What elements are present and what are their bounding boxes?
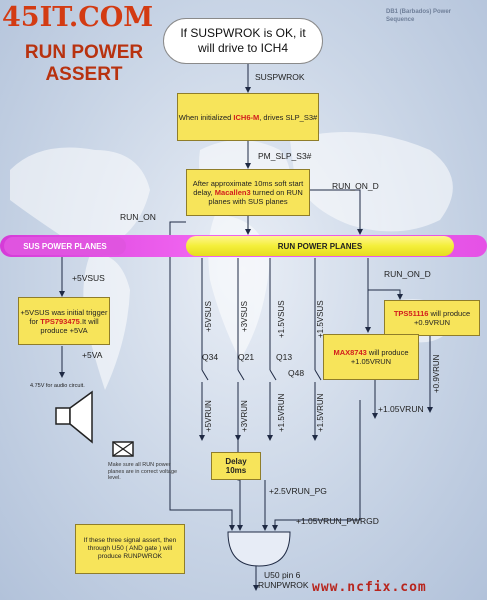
v15sus-a-label: +1.5VSUS: [277, 300, 286, 338]
voltage-note: Make sure all RUN power planes are in co…: [108, 462, 178, 481]
site-logo: 45IT.COM: [2, 2, 154, 33]
suspwrok-bubble: If SUSPWROK is OK, it will drive to ICH4: [163, 18, 323, 64]
p25-pg-label: +2.5VRUN_PG: [269, 486, 327, 496]
title-line-1: RUN POWER: [24, 42, 144, 63]
v5run-label: +5VRUN: [204, 400, 213, 432]
max8743-box: MAX8743 will produce +1.05VRUN: [323, 334, 419, 380]
p105-label: +1.05VRUN: [378, 404, 424, 414]
tps793475-highlight: TPS793475: [40, 316, 80, 326]
q34-label: Q34: [202, 352, 219, 362]
q21-label: Q21: [238, 352, 255, 362]
footer-watermark: www.ncfix.com: [312, 580, 427, 595]
sus-power-planes: SUS POWER PLANES: [4, 237, 126, 255]
macallen-highlight: Macallen3: [214, 188, 251, 197]
and-gate-shape: [227, 531, 291, 567]
and-gate-note: If these three signal assert, then throu…: [75, 524, 185, 574]
tps51116-highlight: TPS51116: [393, 309, 429, 318]
q48-label: Q48: [288, 368, 305, 378]
audio-note: 4.75V for audio circuit.: [30, 383, 85, 389]
v15sus-b-label: +1.5VSUS: [316, 300, 325, 338]
sus-planes-label: SUS POWER PLANES: [23, 241, 107, 251]
u50-pin-label: U50 pin 6: [264, 570, 301, 580]
ich6-highlight: ICH6-M: [233, 112, 260, 122]
runpwrok-label: RUNPWROK: [258, 580, 309, 590]
v15run-a-label: +1.5VRUN: [277, 393, 286, 432]
max8743-highlight: MAX8743: [333, 348, 367, 357]
v3run-label: +3VRUN: [240, 400, 249, 432]
v5sus-label: +5VSUS: [204, 301, 213, 332]
v09run-label: +0.9VRUN: [432, 354, 441, 393]
macallen-box: After approximate 10ms soft start delay,…: [186, 169, 310, 216]
p105-pwrgd-label: +1.05VRUN_PWRGD: [296, 516, 379, 526]
run-on-label: RUN_ON: [120, 212, 156, 222]
diagram-subtitle: DB1 (Barbados) Power Sequence: [386, 9, 452, 23]
p5vsus-label: +5VSUS: [72, 273, 105, 283]
v3sus-label: +3VSUS: [240, 301, 249, 332]
q13-label: Q13: [276, 352, 293, 362]
title-line-2: ASSERT: [45, 64, 123, 85]
suspwrok-label: SUSPWROK: [255, 72, 305, 82]
speaker-icon: [55, 390, 93, 444]
pm-slp-label: PM_SLP_S3#: [258, 151, 312, 161]
v15run-b-label: +1.5VRUN: [316, 393, 325, 432]
p5va-label: +5VA: [82, 350, 103, 360]
envelope-icon: [112, 441, 134, 457]
run-planes-label: RUN POWER PLANES: [277, 241, 363, 251]
tps793475-box: +5VSUS was initial trigger for TPS793475…: [18, 297, 110, 345]
delay-box: Delay 10ms: [211, 452, 261, 480]
run-power-planes: RUN POWER PLANES: [186, 236, 454, 256]
tps51116-box: TPS51116 will produce +0.9VRUN: [384, 300, 480, 336]
ich6-box: When initialized ICH6-M, drives SLP_S3#: [177, 93, 319, 141]
run-on-d-label-2: RUN_ON_D: [384, 269, 431, 279]
run-on-d-label: RUN_ON_D: [332, 181, 379, 191]
page-title: RUN POWER ASSERT: [14, 42, 154, 86]
